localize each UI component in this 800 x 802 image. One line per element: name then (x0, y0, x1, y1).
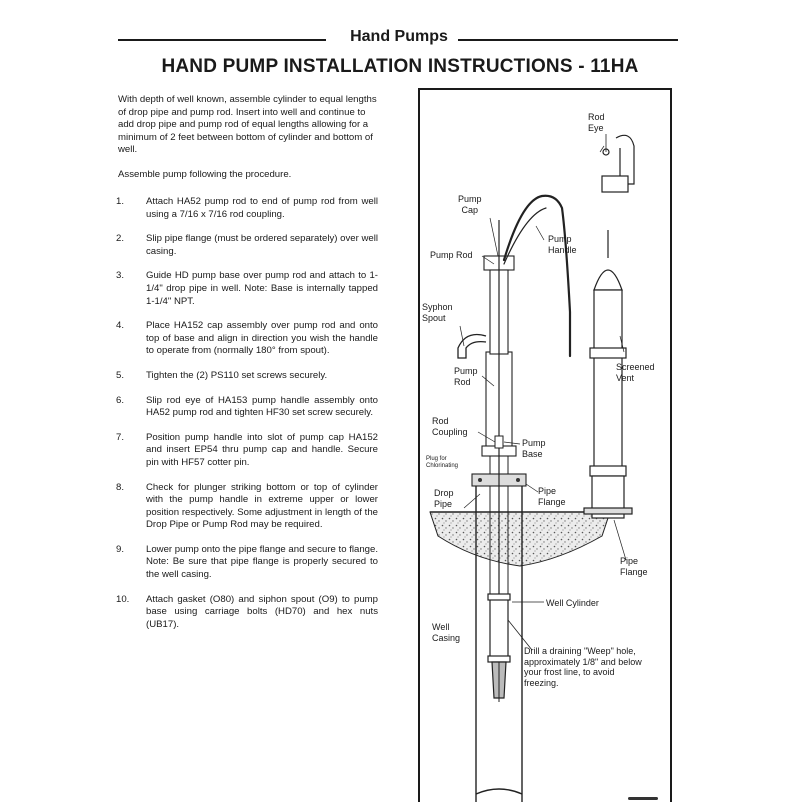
flange-bolts (478, 478, 520, 482)
step-number: 2. (116, 233, 125, 245)
step-number: 6. (116, 394, 125, 406)
step-item: 4. Place HA152 cap assembly over pump rod… (116, 320, 378, 358)
well-casing (475, 485, 523, 802)
step-number: 7. (116, 431, 125, 443)
step-number: 3. (116, 270, 125, 282)
header-rule-left (118, 39, 326, 41)
step-text: Guide HD pump base over pump rod and att… (146, 270, 378, 307)
step-text: Attach HA52 pump rod to end of pump rod … (146, 196, 378, 220)
syphon-spout (457, 333, 487, 359)
intro-paragraph: With depth of well known, assemble cylin… (118, 94, 377, 156)
step-text: Slip rod eye of HA153 pump handle assemb… (146, 394, 378, 419)
step-text: Place HA152 cap assembly over pump rod a… (146, 320, 378, 357)
section-title: Hand Pumps (350, 28, 448, 45)
instruction-steps: 1. Attach HA52 pump rod to end of pump ro… (116, 196, 378, 643)
step-text: Slip pipe flange (must be ordered separa… (146, 233, 378, 257)
step-text: Check for plunger striking bottom or top… (146, 481, 378, 531)
intro-text: With depth of well known, assemble cylin… (118, 94, 378, 194)
step-item: 9. Lower pump onto the pipe flange and se… (116, 544, 378, 582)
step-number: 4. (116, 320, 125, 332)
step-item: 7. Position pump handle into slot of pump… (116, 432, 378, 470)
step-item: 3. Guide HD pump base over pump rod and a… (116, 270, 378, 308)
step-text: Tighten the (2) PS110 set screws securel… (146, 369, 328, 381)
step-number: 5. (116, 369, 125, 381)
step-item: 6. Slip rod eye of HA153 pump handle asse… (116, 395, 378, 420)
step-number: 10. (116, 593, 130, 605)
step-item: 5. Tighten the (2) PS110 set screws secur… (116, 370, 378, 383)
header-rule-right (458, 39, 678, 41)
step-text: Position pump handle into slot of pump c… (146, 431, 378, 468)
header-row: Hand Pumps (118, 26, 678, 52)
side-view-pump (583, 230, 633, 519)
label-weep-hole-note: Drill a draining "Weep" hole, approximat… (524, 646, 642, 688)
step-item: 1. Attach HA52 pump rod to end of pump ro… (116, 196, 378, 221)
rod-eye-detail (601, 134, 635, 193)
pump-diagram-drawing (429, 134, 635, 802)
step-item: 2. Slip pipe flange (must be ordered sepa… (116, 233, 378, 258)
intro-paragraph: Assemble pump following the procedure. (118, 168, 292, 180)
well-cylinder (487, 593, 511, 702)
weep-hole-pointer (507, 619, 533, 651)
step-number: 1. (116, 196, 125, 207)
step-text: Attach gasket (O80) and siphon spout (O9… (146, 593, 378, 630)
page-edge-mark (628, 797, 658, 800)
ground-soil (429, 511, 611, 567)
label-well-cylinder: Well Cylinder (546, 598, 599, 608)
pump-handle (502, 194, 572, 358)
label-pump-rod-top: Pump Rod (430, 250, 473, 260)
leader-lines (459, 145, 627, 603)
page-title: HAND PUMP INSTALLATION INSTRUCTIONS - 11… (161, 56, 639, 77)
step-text: Lower pump onto the pipe flange and secu… (146, 543, 379, 581)
rod-coupling (494, 435, 504, 449)
step-item: 8. Check for plunger striking bottom or t… (116, 482, 378, 532)
step-number: 8. (116, 481, 125, 493)
step-number: 9. (116, 543, 125, 555)
step-item: 10. Attach gasket (O80) and siphon spout … (116, 594, 378, 632)
